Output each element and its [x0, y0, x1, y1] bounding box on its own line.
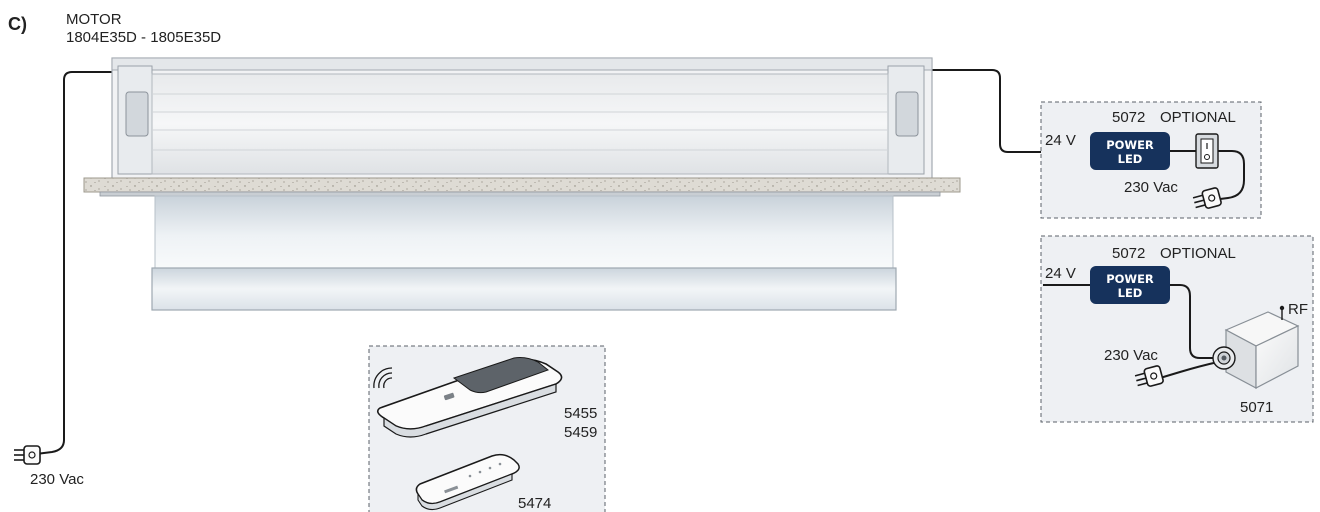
- supply-bottom-code: 5072: [1112, 245, 1145, 262]
- antenna-icon: [1279, 305, 1285, 320]
- handheld-code-2: 5459: [564, 424, 597, 441]
- ceiling-slab: [83, 177, 961, 197]
- power-led-bottom-line1: POWER: [1106, 272, 1154, 286]
- power-led-top-line1: POWER: [1106, 138, 1154, 152]
- receiver-box: [1212, 311, 1300, 389]
- supply-top-voltage: 24 V: [1045, 132, 1076, 149]
- supply-panel-bottom: 5072 OPTIONAL 24 V POWER LED RF 230 Vac: [1040, 235, 1314, 423]
- wall-remote-code: 5474: [518, 495, 551, 512]
- wall-remote: [415, 453, 520, 511]
- supply-bottom-tag: OPTIONAL: [1160, 245, 1236, 262]
- motor-models: 1804E35D - 1805E35D: [66, 29, 221, 46]
- handheld-remote: [376, 357, 563, 438]
- power-led-bottom-line2: LED: [1118, 286, 1143, 300]
- plug-icon-left: [14, 445, 41, 465]
- wireless-signal-icon: [373, 367, 393, 389]
- motor-cassette: [111, 57, 933, 185]
- plug-icon-bottom: [1134, 365, 1164, 387]
- handheld-code-1: 5455: [564, 405, 597, 422]
- supply-panel-top: 5072 OPTIONAL 24 V POWER LED 230 Vac: [1040, 101, 1262, 219]
- supply-bottom-mains-label: 230 Vac: [1104, 347, 1158, 364]
- rf-label: RF: [1288, 301, 1308, 318]
- power-led-box-bottom: [1090, 266, 1170, 304]
- cable-right-to-supply: [930, 69, 1090, 153]
- switch-icon: [1195, 133, 1219, 169]
- section-letter: C): [8, 14, 27, 34]
- plug-icon-top: [1192, 187, 1222, 209]
- receiver-code: 5071: [1240, 399, 1273, 416]
- remotes-panel: 5455 5459 5474: [368, 345, 606, 512]
- supply-bottom-voltage: 24 V: [1045, 265, 1076, 282]
- cable-bottom-to-receiver: [1170, 284, 1214, 359]
- supply-top-code: 5072: [1112, 109, 1145, 126]
- power-led-top-line2: LED: [1118, 152, 1143, 166]
- power-led-box-top: [1090, 132, 1170, 170]
- roller-blind: [151, 195, 897, 311]
- motor-title: MOTOR: [66, 11, 122, 28]
- supply-top-mains-label: 230 Vac: [1124, 179, 1178, 196]
- supply-top-tag: OPTIONAL: [1160, 109, 1236, 126]
- mains-label-left: 230 Vac: [30, 471, 84, 488]
- cable-left-mains: [35, 71, 145, 455]
- cable-top-switch: [1170, 150, 1245, 201]
